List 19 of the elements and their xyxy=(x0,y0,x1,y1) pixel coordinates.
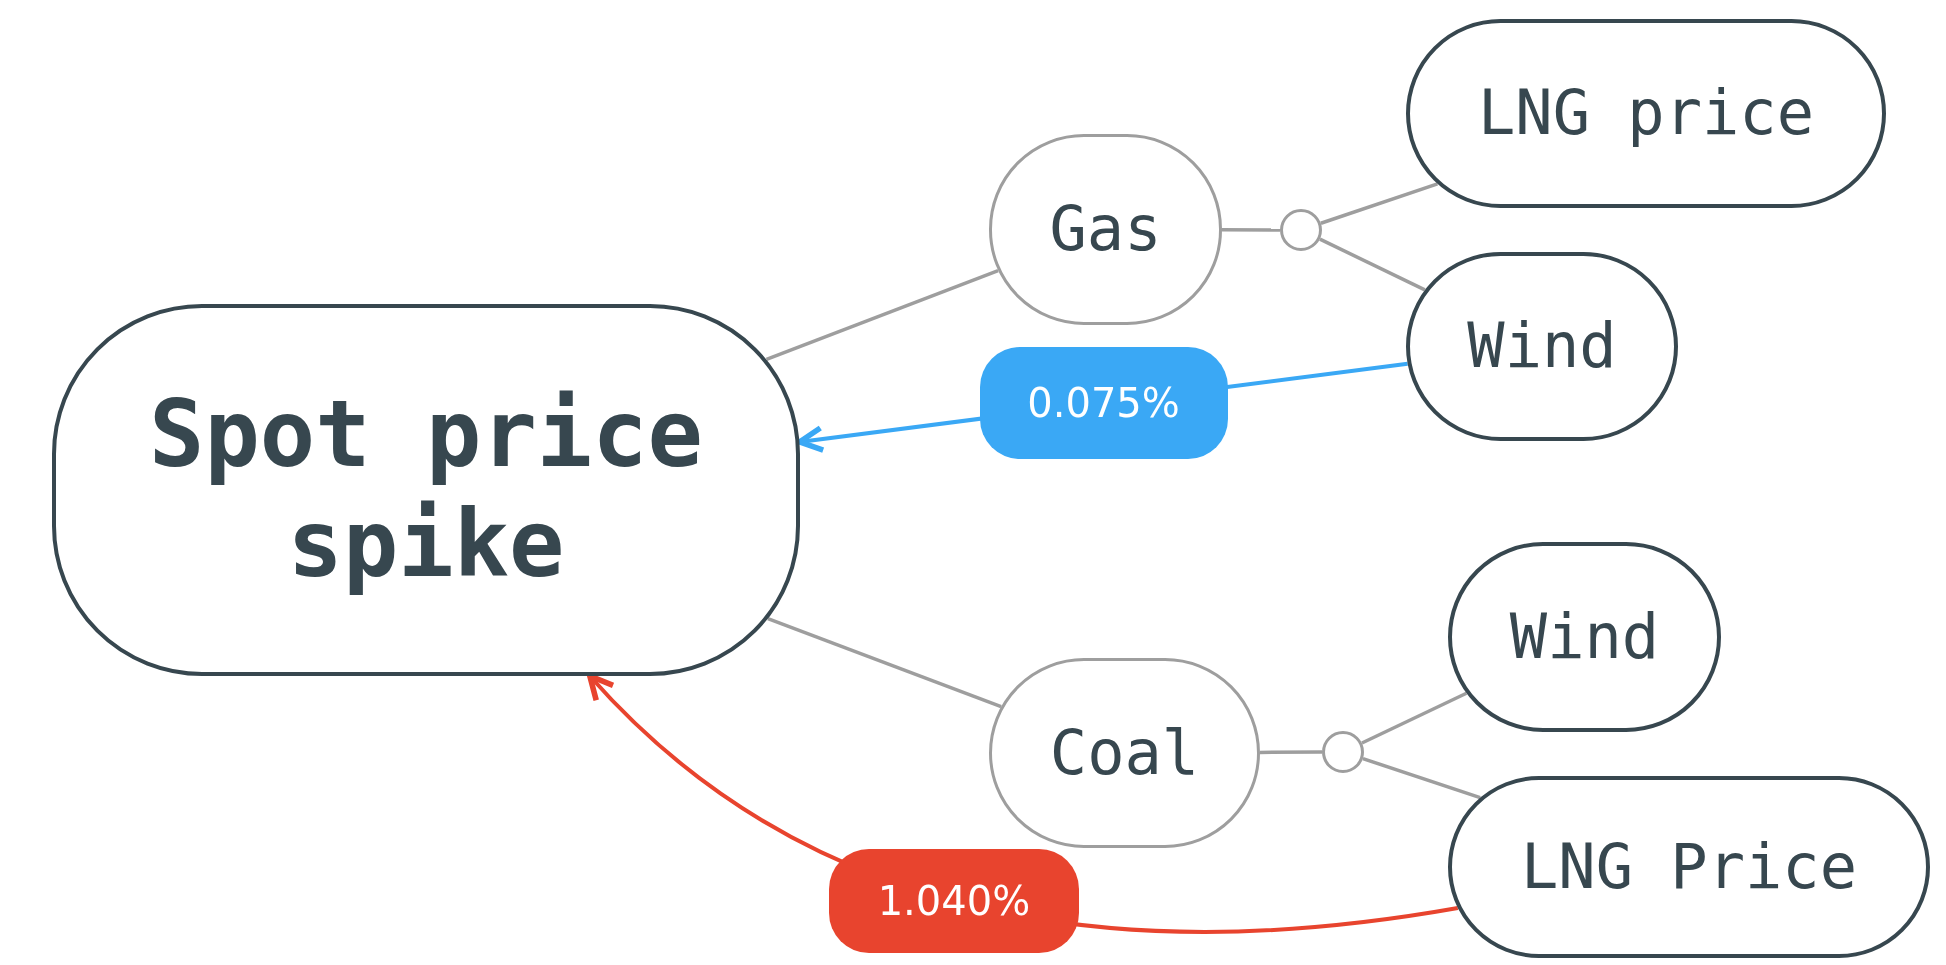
connector-line xyxy=(1361,691,1468,745)
connector-line xyxy=(1320,182,1439,225)
connector-line xyxy=(1222,228,1280,232)
node-label: Gas xyxy=(1049,195,1162,264)
node-label: Coal xyxy=(1049,718,1200,788)
node-label: Wind xyxy=(1509,602,1660,672)
node-label: LNG price xyxy=(1478,79,1814,148)
node-label: Spot price spike xyxy=(148,379,704,600)
connector-line xyxy=(765,269,999,362)
edge-label: 1.040% xyxy=(828,849,1079,953)
edge-label: 0.075% xyxy=(979,346,1228,459)
connector-line xyxy=(767,617,1002,709)
node-label: LNG Price xyxy=(1521,832,1857,902)
junction-circle xyxy=(1322,731,1364,773)
connector-line xyxy=(1319,237,1426,292)
node-label: Wind xyxy=(1467,312,1617,381)
junction-circle xyxy=(1280,209,1322,251)
connector-line xyxy=(1362,756,1481,800)
connector-line xyxy=(1260,750,1322,755)
